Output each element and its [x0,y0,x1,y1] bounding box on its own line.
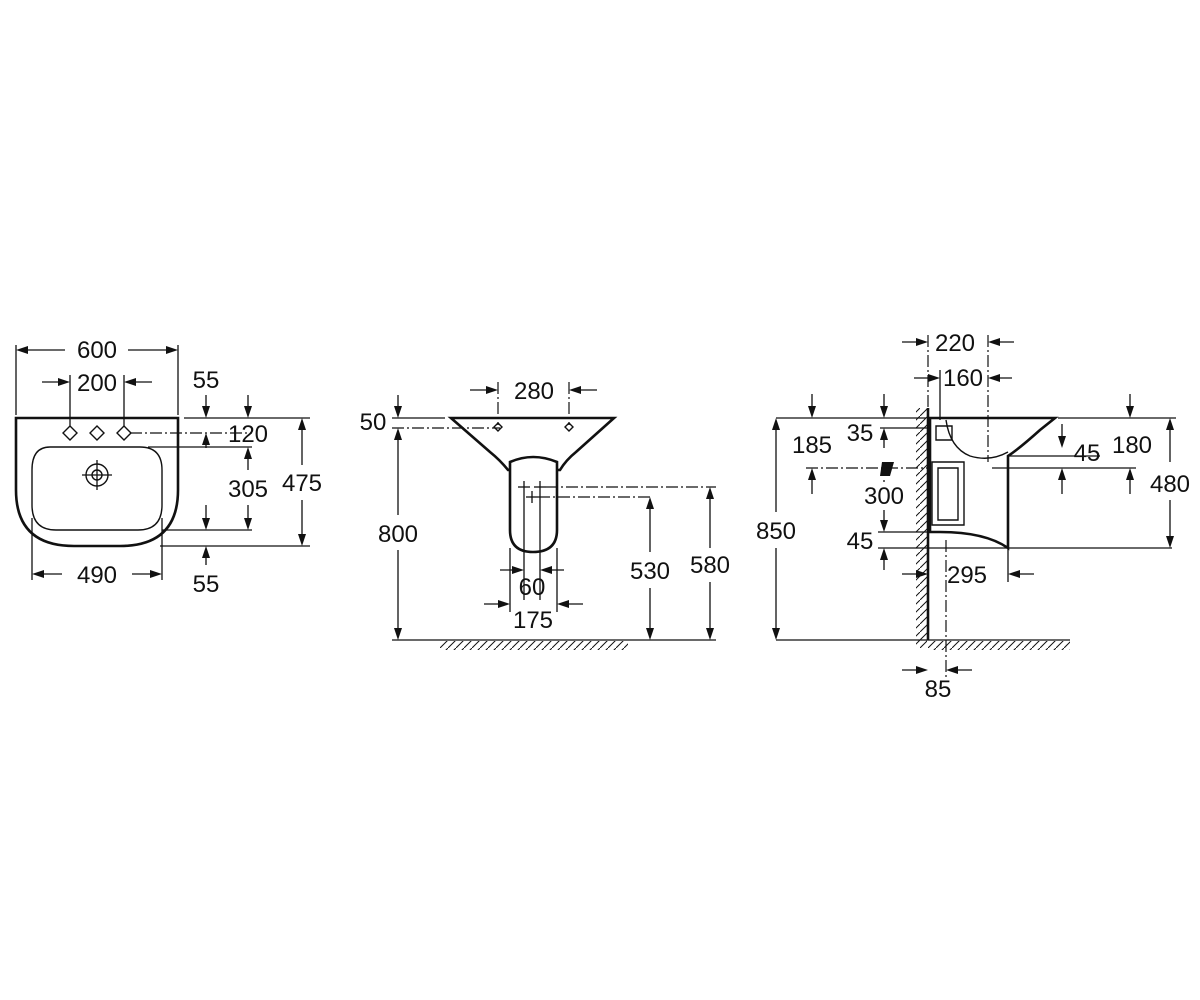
dim-35: 35 [847,420,874,447]
dim-45-lower: 45 [847,528,874,555]
dim-55-top: 55 [193,367,220,394]
side-view: 220 160 185 35 300 45 [756,330,1190,703]
dim-475: 475 [282,470,322,497]
dim-180: 180 [1112,432,1152,459]
dim-55-bottom: 55 [193,571,220,598]
front-view: 600 200 55 120 305 475 [14,337,322,598]
floor-hatch [440,641,628,650]
dim-490: 490 [77,562,117,589]
dim-300: 300 [864,483,904,510]
dim-120: 120 [228,421,268,448]
dim-305: 305 [228,476,268,503]
pedestal-outline [508,455,559,554]
basin-profile [928,416,1059,551]
dim-60: 60 [519,574,546,601]
dim-45-upper: 45 [1074,440,1101,467]
drain-marker-icon [880,462,894,476]
dim-800: 800 [378,521,418,548]
tap-hole-icon [62,425,132,441]
dim-175: 175 [513,607,553,634]
dim-850: 850 [756,518,796,545]
dim-50: 50 [360,409,387,436]
dim-185: 185 [792,432,832,459]
floor-hatch-side [928,641,1070,650]
dim-85: 85 [925,676,952,703]
dim-200: 200 [77,370,117,397]
dim-220: 220 [935,330,975,357]
dim-295: 295 [947,562,987,589]
dim-280: 280 [514,378,554,405]
dim-160: 160 [943,365,983,392]
drain-fitting-icon [518,481,546,503]
dim-580: 580 [690,552,730,579]
dim-600: 600 [77,337,117,364]
dim-530: 530 [630,558,670,585]
bowl-outline [31,446,163,531]
wall-hatch [916,408,927,648]
pedestal-view: 280 50 800 530 580 60 [360,378,730,650]
dim-480: 480 [1150,471,1190,498]
basin-side-outline [447,416,618,472]
